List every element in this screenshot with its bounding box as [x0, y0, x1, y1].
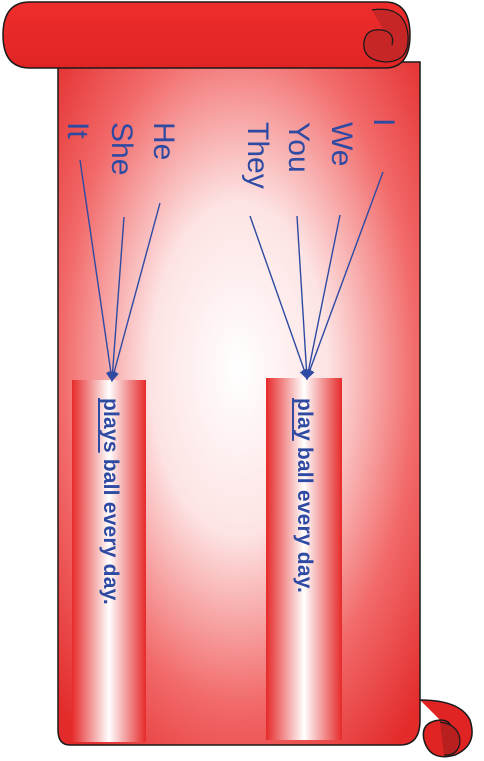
arrow-we [303, 214, 341, 380]
arrow-i [305, 171, 384, 380]
subject-she: She [105, 122, 138, 176]
arrow-you [296, 215, 312, 380]
scroll-top-curl [363, 8, 409, 63]
phrase-singular: plays ball every day. [99, 398, 122, 605]
subject-i: I [367, 118, 400, 127]
subject-we: We [325, 122, 358, 167]
phrase-plural: play ball every day. [293, 398, 316, 594]
scroll-bottom-curl-inner [439, 721, 461, 756]
subject-he: He [147, 122, 180, 161]
phrase-rest-singular: ball every day. [99, 452, 122, 605]
arrow-she [107, 216, 125, 382]
arrow-he [109, 202, 161, 382]
arrows-plural [249, 171, 384, 380]
arrows-singular [79, 159, 161, 382]
verb-plays: plays [99, 398, 122, 453]
phrase-box-plural [266, 378, 342, 740]
arrow-they [249, 215, 310, 380]
subject-they: They [241, 122, 274, 189]
verb-play: play [293, 398, 316, 441]
arrow-it [79, 159, 116, 382]
phrase-rest-plural: ball every day. [293, 440, 316, 594]
scroll-top-roll [2, 1, 411, 69]
subject-it: It [61, 122, 94, 139]
subject-you: You [282, 122, 315, 173]
phrase-box-singular [72, 380, 146, 742]
